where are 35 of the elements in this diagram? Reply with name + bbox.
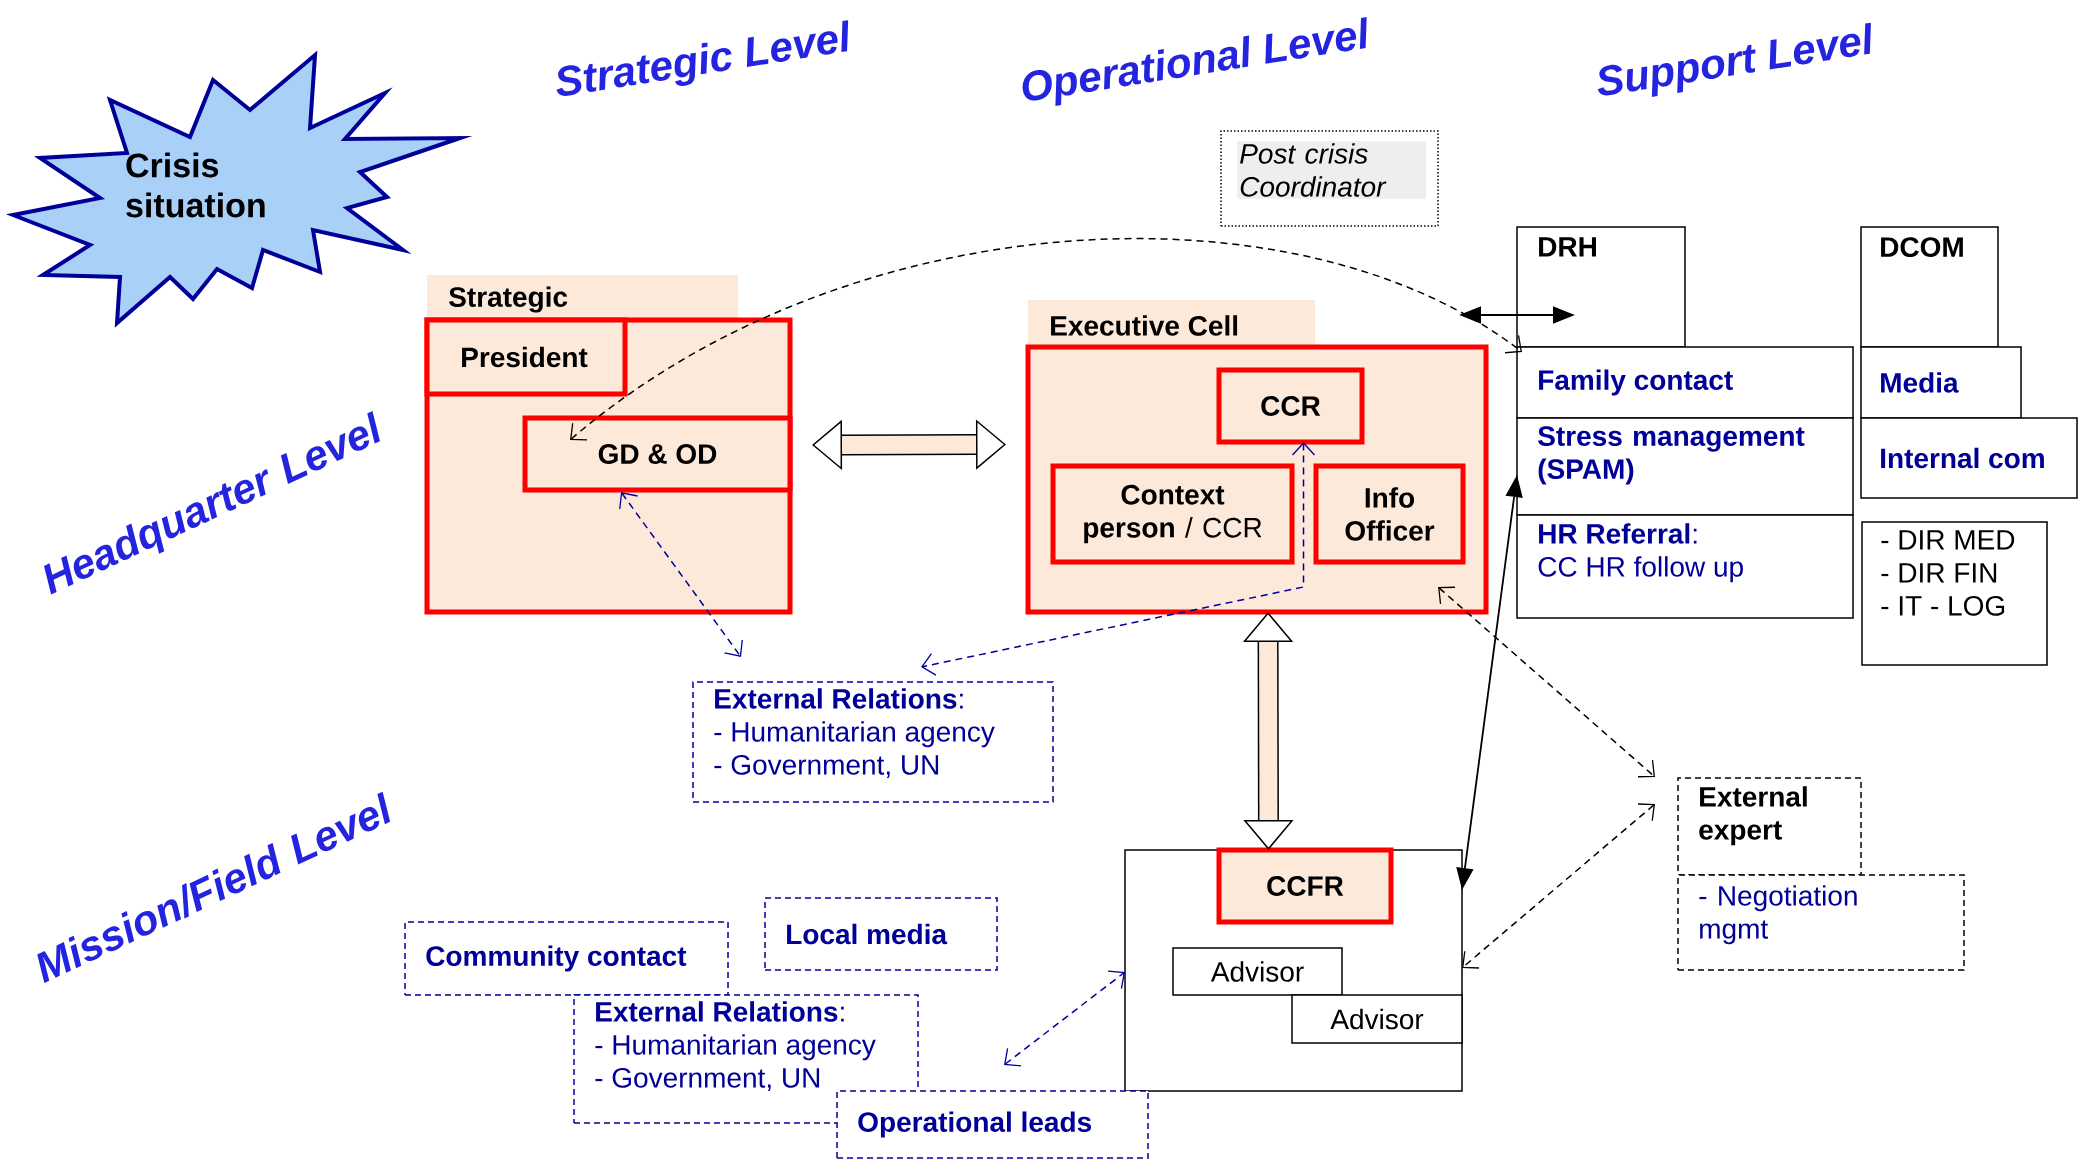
role-box: Post crisis Coordinator [1220, 130, 1439, 227]
role-box: CCFR [1216, 847, 1394, 925]
level-heading: Operational Level [1022, 17, 1367, 106]
role-box: GD & OD [522, 415, 793, 493]
role-box: HR Referral: CC HR follow up [1516, 514, 1854, 619]
role-box: Family contact [1516, 346, 1854, 419]
role-box: Advisor [1172, 947, 1343, 996]
arrow [1004, 970, 1125, 1067]
role-box: Operational leads [836, 1090, 1149, 1159]
level-heading: Strategic Level [556, 20, 849, 96]
role-box: DRH [1516, 226, 1686, 348]
arrow [1438, 586, 1655, 778]
role-box: Stress management (SPAM) [1516, 417, 1854, 516]
role-box: Media [1860, 346, 2022, 419]
block-arrow [812, 419, 1006, 471]
role-box: External Relations: - Humanitarian agency - Government, UN [692, 681, 1054, 803]
arrow [570, 238, 1522, 441]
arrow [921, 442, 1316, 676]
role-box: Community contact [404, 921, 729, 996]
role-box: Internal com [1860, 417, 2078, 499]
block-arrow [1242, 612, 1294, 850]
role-box: Advisor [1291, 994, 1463, 1044]
role-box: - Negotiation mgmt [1677, 874, 1965, 971]
role-box: External expert [1677, 777, 1862, 876]
arrow [1462, 803, 1655, 969]
role-box: Local media [764, 897, 998, 971]
role-box: - DIR MED - DIR FIN - IT - LOG [1861, 521, 2048, 666]
arrow [619, 492, 743, 657]
role-box: DCOM [1860, 226, 1999, 348]
node-label: Executive Cell [1051, 315, 1238, 336]
role-box: President [424, 317, 628, 397]
level-heading: Support Level [1597, 22, 1871, 97]
role-box: CCR [1216, 367, 1365, 445]
role-box: Context person / CCR [1050, 463, 1295, 565]
role-box: Info Officer [1313, 463, 1466, 565]
